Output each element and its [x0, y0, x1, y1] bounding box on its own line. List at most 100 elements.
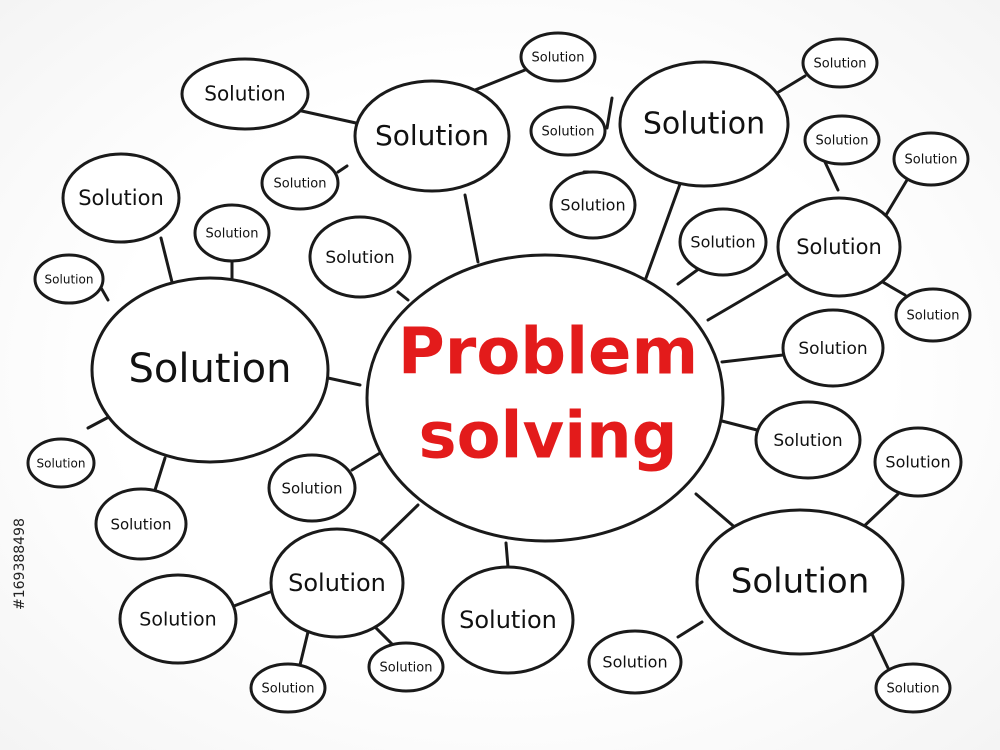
connector-line — [232, 588, 277, 608]
solution-node-ellipse — [519, 31, 597, 83]
solution-node-label: Solution — [798, 339, 867, 359]
solution-node: Solution — [892, 131, 970, 187]
solution-node-label: Solution — [281, 480, 342, 498]
connector-line — [676, 620, 704, 639]
solution-node-ellipse — [269, 527, 405, 639]
central-topic-line1: Problem — [398, 316, 698, 390]
solution-node-ellipse — [776, 196, 902, 298]
solution-node-label: Solution — [560, 196, 625, 215]
connector-line — [720, 353, 785, 364]
solution-node-label: Solution — [885, 453, 950, 472]
solution-node-ellipse — [695, 508, 905, 656]
connector-line — [463, 193, 480, 264]
solution-node-label: Solution — [110, 516, 171, 534]
solution-node: Solution — [874, 662, 952, 714]
solution-nodes: SolutionSolutionSolutionSolutionSolution… — [26, 31, 972, 714]
solution-node-ellipse — [26, 437, 96, 489]
solution-node: Solution — [367, 641, 445, 693]
solution-node: Solution — [618, 60, 790, 188]
solution-node: Solution — [678, 207, 768, 277]
solution-node-ellipse — [61, 152, 181, 244]
solution-node-ellipse — [180, 57, 310, 131]
central-topic-ellipse — [365, 253, 725, 543]
connector-line — [298, 630, 310, 667]
solution-node-label: Solution — [274, 177, 327, 192]
connector-line — [869, 630, 890, 670]
connector-line — [326, 376, 362, 387]
solution-node: Solution — [873, 426, 963, 498]
solution-node-ellipse — [308, 215, 412, 299]
solution-node: Solution — [193, 203, 271, 263]
solution-node: Solution — [118, 573, 238, 665]
solution-node-ellipse — [754, 400, 862, 480]
solution-node-ellipse — [193, 203, 271, 263]
solution-node-ellipse — [118, 573, 238, 665]
solution-node-ellipse — [367, 641, 445, 693]
solution-node: Solution — [260, 155, 340, 211]
solution-node-label: Solution — [814, 57, 867, 72]
central-topic: Problem solving — [365, 253, 725, 543]
solution-node-ellipse — [678, 207, 768, 277]
solution-node-ellipse — [618, 60, 790, 188]
solution-node: Solution — [90, 276, 330, 464]
solution-node: Solution — [781, 308, 885, 388]
solution-node-label: Solution — [887, 682, 940, 697]
solution-node-ellipse — [33, 253, 105, 305]
connector-line — [504, 541, 510, 569]
solution-node-label: Solution — [129, 346, 292, 392]
connector-line — [336, 164, 349, 174]
solution-node-label: Solution — [907, 309, 960, 324]
solution-node-label: Solution — [78, 186, 164, 210]
connector-line — [716, 418, 759, 432]
solution-node-label: Solution — [37, 457, 86, 471]
solution-node-label: Solution — [204, 82, 285, 106]
connector-lines — [86, 68, 909, 670]
solution-node: Solution — [249, 662, 327, 714]
solution-node: Solution — [267, 453, 357, 523]
connector-line — [823, 160, 840, 192]
solution-node: Solution — [776, 196, 902, 298]
solution-node-label: Solution — [796, 235, 882, 259]
solution-node: Solution — [61, 152, 181, 244]
solution-node-ellipse — [781, 308, 885, 388]
solution-node-label: Solution — [773, 431, 842, 451]
solution-node-label: Solution — [375, 119, 489, 152]
solution-node-ellipse — [249, 662, 327, 714]
solution-node: Solution — [549, 170, 637, 240]
connector-line — [374, 626, 395, 647]
solution-node-ellipse — [587, 629, 683, 695]
connector-line — [468, 68, 527, 94]
solution-node-label: Solution — [288, 569, 386, 597]
solution-node: Solution — [754, 400, 862, 480]
solution-node-label: Solution — [139, 609, 216, 631]
connector-line — [350, 451, 382, 472]
solution-node: Solution — [529, 105, 607, 157]
solution-node-label: Solution — [542, 125, 595, 140]
connector-line — [676, 266, 702, 286]
central-topic-line2: solving — [418, 400, 677, 474]
solution-node-label: Solution — [602, 653, 667, 672]
solution-node-label: Solution — [45, 273, 94, 287]
solution-node-label: Solution — [532, 51, 585, 66]
solution-node-ellipse — [441, 565, 575, 675]
solution-node-label: Solution — [206, 227, 259, 242]
connector-line — [605, 96, 614, 130]
solution-node: Solution — [269, 527, 405, 639]
solution-node: Solution — [94, 487, 188, 561]
solution-node-ellipse — [873, 426, 963, 498]
connector-line — [396, 290, 410, 302]
solution-node-label: Solution — [905, 153, 958, 168]
solution-node-ellipse — [803, 114, 881, 166]
solution-node-ellipse — [267, 453, 357, 523]
solution-node: Solution — [308, 215, 412, 299]
connector-line — [706, 270, 792, 322]
solution-node-label: Solution — [262, 682, 315, 697]
solution-node: Solution — [803, 114, 881, 166]
solution-node: Solution — [33, 253, 105, 305]
solution-node-ellipse — [260, 155, 340, 211]
solution-node-ellipse — [801, 37, 879, 89]
solution-node: Solution — [519, 31, 597, 83]
connector-line — [380, 503, 420, 542]
